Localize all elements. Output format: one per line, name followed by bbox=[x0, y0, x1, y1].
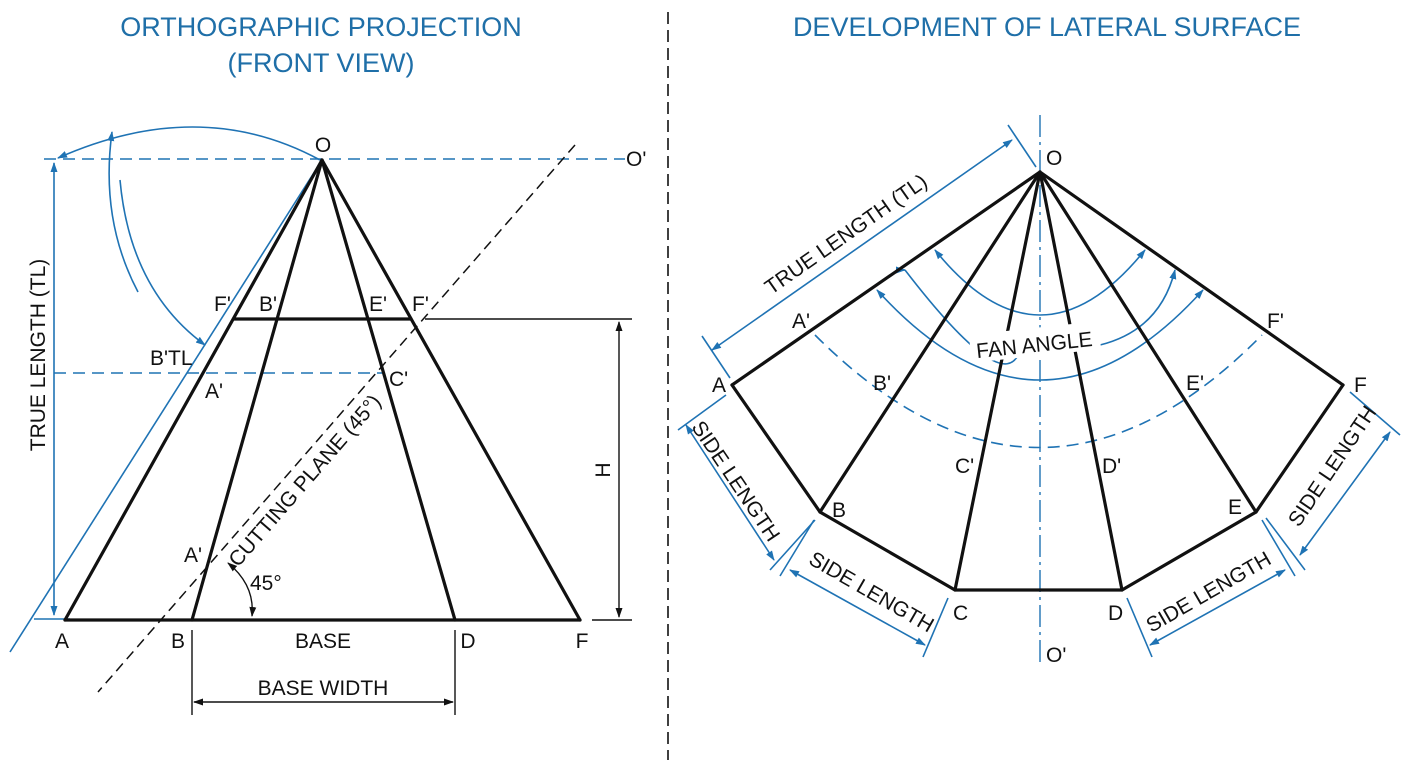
point-label-A-prime-lower: A' bbox=[184, 544, 202, 567]
rotation-arc-upper bbox=[107, 131, 139, 293]
point-label-A-prime-upper: A' bbox=[205, 380, 223, 403]
edge-OF bbox=[320, 158, 582, 622]
side-length-ext-E2 bbox=[1265, 517, 1306, 571]
true-length-extension-a bbox=[701, 335, 731, 379]
side-length-label-DE: SIDE LENGTH bbox=[1142, 547, 1275, 637]
point-label-A: A bbox=[55, 630, 69, 653]
point-label-E-prime: E' bbox=[1186, 372, 1204, 395]
point-label-B-prime: B' bbox=[873, 372, 891, 395]
rotation-arc-b-true-length bbox=[119, 179, 206, 346]
point-label-A: A bbox=[712, 374, 726, 397]
point-label-C: C bbox=[953, 602, 968, 625]
apex-label-O: O bbox=[1046, 147, 1062, 170]
point-label-D: D bbox=[1108, 602, 1123, 625]
rotation-arc-apex bbox=[57, 126, 321, 161]
true-length-label: TRUE LENGTH (TL) bbox=[761, 170, 932, 299]
development-outline bbox=[730, 383, 1345, 592]
cutting-plane-line bbox=[97, 144, 576, 693]
angle-arc-45 bbox=[227, 562, 257, 617]
side-length-ext-E1 bbox=[1261, 519, 1296, 577]
point-label-B: B bbox=[832, 499, 846, 522]
side-length-ext-C bbox=[922, 597, 949, 658]
base-width-label: BASE WIDTH bbox=[258, 677, 389, 700]
inner-section-arc bbox=[814, 334, 1263, 449]
side-length-dim-BC bbox=[789, 569, 926, 646]
edge-OC bbox=[953, 170, 1042, 592]
point-label-D-prime: D' bbox=[1102, 455, 1121, 478]
point-label-F-prime-right: F' bbox=[412, 293, 429, 316]
right-title: DEVELOPMENT OF LATERAL SURFACE bbox=[793, 12, 1301, 42]
side-length-ext-B2 bbox=[779, 519, 815, 577]
right-panel-development: DEVELOPMENT OF LATERAL SURFACE FAN ANGLE… bbox=[677, 12, 1401, 667]
apex-projection-label: O' bbox=[1046, 644, 1066, 667]
left-title-line1: ORTHOGRAPHIC PROJECTION bbox=[120, 12, 522, 42]
point-label-E-prime: E' bbox=[369, 293, 387, 316]
side-length-dim-EF bbox=[1299, 431, 1391, 556]
point-label-B-true-length: B'TL bbox=[150, 347, 193, 370]
edge-OD bbox=[320, 158, 457, 622]
edge-OE bbox=[1038, 170, 1258, 514]
edge-OF bbox=[1038, 170, 1345, 387]
true-length-label: TRUE LENGTH (TL) bbox=[27, 259, 50, 452]
point-label-F-prime: F' bbox=[1267, 310, 1284, 333]
side-length-label-BC: SIDE LENGTH bbox=[805, 547, 938, 637]
point-label-F: F bbox=[576, 630, 589, 653]
side-length-dim-DE bbox=[1149, 569, 1286, 646]
point-label-F-prime-left: F' bbox=[214, 293, 231, 316]
true-length-dimension-line bbox=[711, 139, 1013, 351]
edge-OA bbox=[63, 158, 324, 622]
left-panel-front-view: ORTHOGRAPHIC PROJECTION (FRONT VIEW) TRU… bbox=[9, 12, 646, 715]
side-length-ext-F bbox=[1349, 391, 1401, 436]
point-label-B: B bbox=[171, 630, 185, 653]
side-length-dim-AB bbox=[685, 424, 775, 561]
edge-OD bbox=[1038, 170, 1124, 592]
h-label: H bbox=[592, 462, 615, 477]
point-label-A-prime: A' bbox=[792, 310, 810, 333]
side-length-label-AB: SIDE LENGTH bbox=[687, 417, 784, 546]
edge-OB bbox=[190, 158, 324, 622]
true-length-inclined-line bbox=[9, 159, 323, 653]
apex-projection-label: O' bbox=[626, 148, 646, 171]
side-length-ext-A bbox=[677, 394, 727, 431]
true-length-extension-o bbox=[1007, 124, 1037, 168]
angle-label: 45° bbox=[250, 572, 282, 595]
point-label-B-prime: B' bbox=[259, 293, 277, 316]
fan-angle-arc-2-right bbox=[1099, 269, 1177, 346]
point-label-D: D bbox=[460, 630, 475, 653]
base-label: BASE bbox=[295, 630, 351, 653]
point-label-E: E bbox=[1228, 496, 1242, 519]
point-label-F: F bbox=[1354, 374, 1367, 397]
apex-label-O: O bbox=[315, 134, 331, 157]
left-title-line2: (FRONT VIEW) bbox=[228, 48, 415, 78]
side-length-ext-D bbox=[1126, 597, 1153, 658]
point-label-C-prime: C' bbox=[955, 455, 974, 478]
side-length-ext-B1 bbox=[769, 519, 816, 571]
point-label-C-prime: C' bbox=[389, 368, 408, 391]
